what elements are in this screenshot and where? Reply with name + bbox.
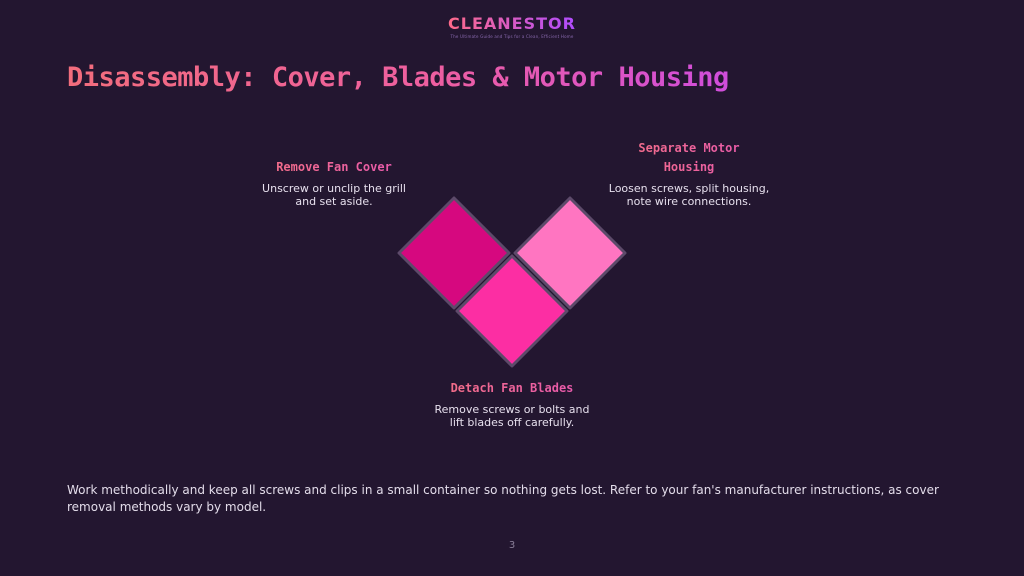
desc-line: and set aside. (295, 195, 373, 208)
slide-title: Disassembly: Cover, Blades & Motor Housi… (67, 62, 729, 93)
desc-line: Loosen screws, split housing, (608, 182, 770, 195)
diamond-separate-housing (513, 196, 627, 310)
brand-name: CLEANESTOR (448, 14, 576, 33)
desc-line: note wire connections. (626, 195, 752, 208)
brand-logo: CLEANESTOR The Ultimate Guide and Tips f… (0, 14, 1024, 39)
diamond-detach-blades (455, 254, 569, 368)
heading-line: Separate Motor (638, 141, 740, 155)
desc-line: lift blades off carefully. (449, 416, 575, 429)
page-number: 3 (508, 540, 516, 551)
step-remove-cover-heading: Remove Fan Cover (234, 158, 434, 177)
desc-line: Remove screws or bolts and (434, 403, 590, 416)
step-separate-housing-heading: Separate Motor Housing (589, 139, 789, 177)
heading-line: Housing (663, 160, 715, 174)
brand-tagline: The Ultimate Guide and Tips for a Clean,… (450, 34, 574, 39)
step-detach-blades-heading: Detach Fan Blades (412, 379, 612, 398)
step-separate-housing-description: Loosen screws, split housing, note wire … (589, 182, 789, 208)
desc-line: Unscrew or unclip the grill (262, 182, 406, 195)
step-remove-cover-description: Unscrew or unclip the grill and set asid… (234, 182, 434, 208)
footer-note: Work methodically and keep all screws an… (67, 483, 939, 514)
step-detach-blades-description: Remove screws or bolts and lift blades o… (412, 403, 612, 429)
diamond-remove-cover (397, 196, 511, 310)
